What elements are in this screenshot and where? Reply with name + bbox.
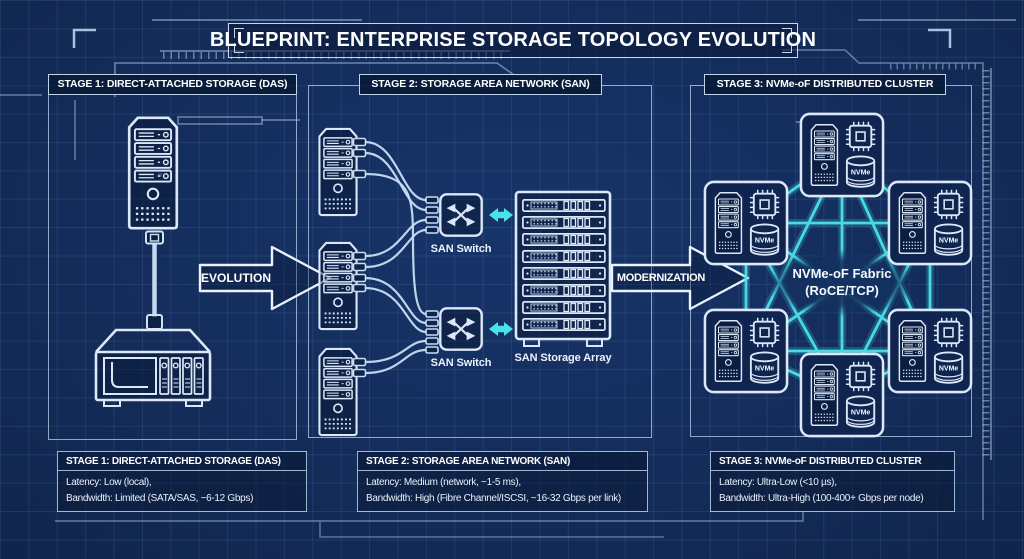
stage3-bandwidth: Bandwidth: Ultra-High (100-400+ Gbps per…: [719, 492, 924, 504]
cluster-node: [801, 354, 883, 436]
stage2-header: STAGE 2: STORAGE AREA NETWORK (SAN): [359, 74, 602, 95]
stage3-info-body: Latency: Ultra-Low (<10 µs), Bandwidth: …: [711, 471, 954, 511]
nvme-fabric-label: NVMe-oF Fabric (RoCE/TCP): [762, 266, 922, 300]
storage-array-icon: [514, 190, 612, 347]
nvme-label: NVMe: [851, 410, 871, 417]
stage2-info-header: STAGE 2: STORAGE AREA NETWORK (SAN): [358, 452, 647, 471]
san-cables: [364, 140, 427, 375]
stage3-header: STAGE 3: NVMe-oF DISTRIBUTED CLUSTER: [704, 74, 946, 95]
nvme-label: NVMe: [851, 170, 871, 177]
tower-server-icon: [318, 127, 358, 217]
das-cable: [145, 230, 164, 330]
tower-server-icon: [318, 347, 358, 437]
corner-mark-icon: [782, 43, 792, 53]
stage1-info-body: Latency: Low (local), Bandwidth: Limited…: [58, 471, 306, 511]
modernization-arrow-label: MODERNIZATION: [616, 272, 706, 284]
das-enclosure-icon: [94, 328, 212, 407]
nvme-labels: NVMe NVMe NVMe NVMe NVMe NVMe: [755, 170, 959, 417]
cluster-node: [705, 310, 787, 392]
stage3-latency: Latency: Ultra-Low (<10 µs),: [719, 477, 837, 488]
title-box: BLUEPRINT: ENTERPRISE STORAGE TOPOLOGY E…: [210, 23, 816, 58]
corner-bracket-icon: [72, 28, 96, 48]
cluster-node: [801, 114, 883, 196]
nvme-label: NVMe: [755, 238, 775, 245]
tower-server-icon: [127, 116, 179, 230]
stage2-info-body: Latency: Medium (network, ~1-5 ms), Band…: [358, 471, 647, 511]
stage1-info-header: STAGE 1: DIRECT-ATTACHED STORAGE (DAS): [58, 452, 306, 471]
san-switch-icon: [440, 308, 481, 349]
cluster-node: [889, 310, 971, 392]
nvme-label: NVMe: [755, 366, 775, 373]
stage1-info-box: STAGE 1: DIRECT-ATTACHED STORAGE (DAS) L…: [57, 451, 307, 512]
fabric-label-line1: NVMe-oF Fabric: [792, 266, 892, 281]
san-switch-icon: [440, 194, 481, 235]
evolution-arrow-icon: [198, 245, 332, 311]
stage2-info-box: STAGE 2: STORAGE AREA NETWORK (SAN) Late…: [357, 451, 648, 512]
fabric-label-backing: [764, 249, 920, 317]
nvme-label: NVMe: [939, 238, 959, 245]
stage1-bandwidth: Bandwidth: Limited (SATA/SAS, ~6-12 Gbps…: [66, 492, 254, 504]
tower-server-icon: [318, 241, 358, 331]
stage2-latency: Latency: Medium (network, ~1-5 ms),: [366, 477, 521, 488]
stage2-bandwidth: Bandwidth: High (Fibre Channel/ISCSI, ~1…: [366, 492, 621, 504]
cable-plugs: [352, 137, 439, 378]
cluster-node: [705, 182, 787, 264]
double-headed-link-arrow-icon: [489, 322, 513, 336]
page-title: BLUEPRINT: ENTERPRISE STORAGE TOPOLOGY E…: [209, 29, 817, 51]
stage2-diagram: [318, 127, 612, 437]
fabric-label-line2: (RoCE/TCP): [805, 282, 879, 298]
stage1-diagram: [94, 116, 212, 407]
stage3-info-box: STAGE 3: NVMe-oF DISTRIBUTED CLUSTER Lat…: [710, 451, 955, 512]
stage1-header: STAGE 1: DIRECT-ATTACHED STORAGE (DAS): [48, 74, 297, 95]
evolution-arrow-label: EVOLUTION: [200, 271, 271, 285]
nvme-label: NVMe: [939, 366, 959, 373]
corner-mark-icon: [234, 43, 244, 53]
corner-mark-icon: [782, 28, 792, 38]
san-switch-label: SAN Switch: [430, 243, 492, 255]
stage1-latency: Latency: Low (local),: [66, 477, 152, 488]
san-switch-label: SAN Switch: [430, 357, 492, 369]
san-storage-array-label: SAN Storage Array: [514, 352, 612, 364]
stage3-info-header: STAGE 3: NVMe-oF DISTRIBUTED CLUSTER: [711, 452, 954, 471]
cluster-node: [889, 182, 971, 264]
corner-mark-icon: [234, 28, 244, 38]
corner-bracket-icon: [928, 28, 952, 48]
double-headed-link-arrow-icon: [489, 208, 513, 222]
stage3-diagram: NVMe NVMe NVMe NVMe NVMe NVMe: [705, 114, 971, 436]
